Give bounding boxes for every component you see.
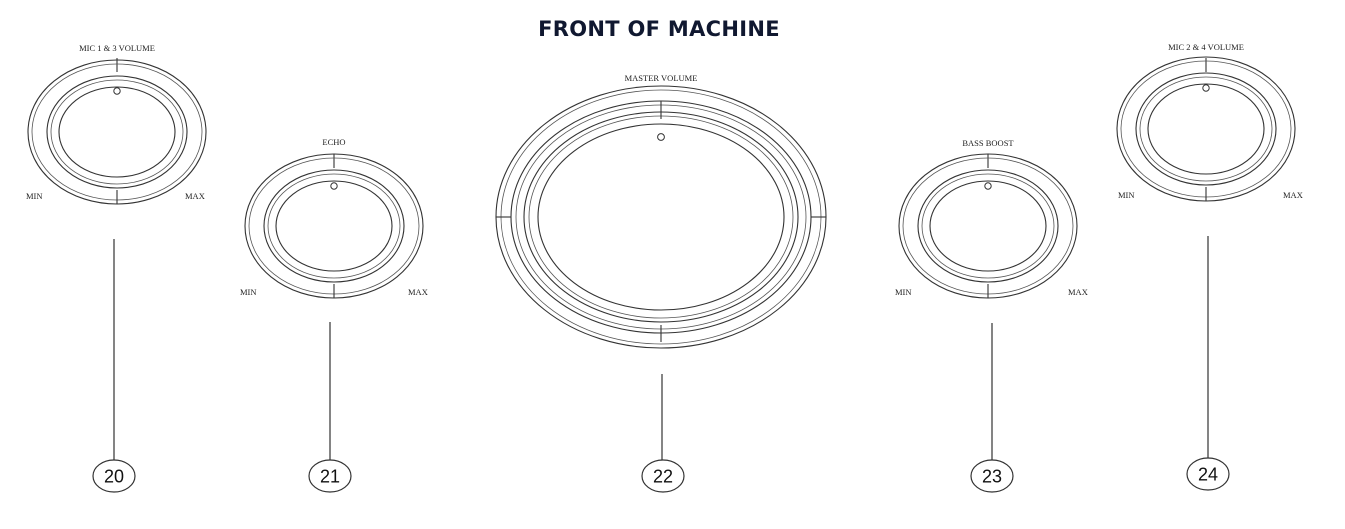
callout-23: 23 xyxy=(970,459,1014,493)
callout-21: 21 xyxy=(308,459,352,493)
callout-number: 20 xyxy=(104,467,124,487)
knob-outer-ring xyxy=(27,59,207,205)
callout-bubble xyxy=(641,459,685,493)
knob-outer-ring xyxy=(31,63,203,201)
callout-20: 20 xyxy=(92,459,136,493)
master-volume-knob[interactable]: MASTER VOLUME xyxy=(495,73,827,349)
knob-outer-ring xyxy=(500,89,822,345)
knob-cap xyxy=(58,86,176,178)
knob-inner-ring xyxy=(46,75,188,189)
knob-outer-ring xyxy=(495,85,827,349)
knob-outer-ring xyxy=(244,153,424,299)
knob-inner-ring xyxy=(50,79,184,185)
mic-2-4-volume-knob[interactable]: MIC 2 & 4 VOLUME MIN MAX xyxy=(1116,42,1303,202)
knob-inner-ring xyxy=(263,169,405,283)
callout-number: 23 xyxy=(982,467,1002,487)
bass-boost-knob[interactable]: BASS BOOST MIN MAX xyxy=(895,138,1088,299)
callout-22: 22 xyxy=(641,459,685,493)
mic-1-3-volume-knob[interactable]: MIC 1 & 3 VOLUME MIN MAX xyxy=(26,43,207,205)
knob-inner-ring xyxy=(267,173,401,279)
echo-knob[interactable]: ECHO MIN MAX xyxy=(240,137,428,299)
knob-label: BASS BOOST xyxy=(962,138,1014,148)
knob-ring xyxy=(528,115,794,319)
page-title: FRONT OF MACHINE xyxy=(538,17,780,41)
knob-max-label: MAX xyxy=(185,191,205,201)
callout-number: 22 xyxy=(653,467,673,487)
knob-ring xyxy=(523,111,799,323)
knob-max-label: MAX xyxy=(1283,190,1303,200)
knob-outer-ring xyxy=(248,157,420,295)
callout-24: 24 xyxy=(1186,457,1230,491)
knob-max-label: MAX xyxy=(1068,287,1088,297)
knob-cap xyxy=(1147,83,1265,175)
callout-bubble xyxy=(1186,457,1230,491)
callout-number: 21 xyxy=(320,467,340,487)
knob-inner-ring xyxy=(917,169,1059,283)
knob-indicator-dot xyxy=(1202,84,1210,92)
knob-label: MIC 1 & 3 VOLUME xyxy=(79,43,155,53)
knob-indicator-dot xyxy=(330,182,338,190)
knob-min-label: MIN xyxy=(240,287,257,297)
knob-inner-ring xyxy=(921,173,1055,279)
knob-inner-ring xyxy=(1135,72,1277,186)
callout-bubble xyxy=(92,459,136,493)
knob-min-label: MIN xyxy=(1118,190,1135,200)
knob-max-label: MAX xyxy=(408,287,428,297)
knob-outer-ring xyxy=(898,153,1078,299)
knob-cap xyxy=(929,180,1047,272)
knob-label: ECHO xyxy=(322,137,345,147)
knob-outer-ring xyxy=(1116,56,1296,202)
knob-min-label: MIN xyxy=(895,287,912,297)
knob-cap xyxy=(275,180,393,272)
knob-inner-ring xyxy=(1139,76,1273,182)
knob-indicator-dot xyxy=(113,87,121,95)
knob-indicator-dot xyxy=(984,182,992,190)
knob-outer-ring xyxy=(1120,60,1292,198)
knob-outer-ring xyxy=(902,157,1074,295)
knob-cap xyxy=(537,123,785,311)
knob-min-label: MIN xyxy=(26,191,43,201)
knob-indicator-dot xyxy=(657,133,665,141)
knob-label: MIC 2 & 4 VOLUME xyxy=(1168,42,1244,52)
callout-number: 24 xyxy=(1198,465,1218,485)
callout-bubble xyxy=(970,459,1014,493)
callout-bubble xyxy=(308,459,352,493)
knob-label: MASTER VOLUME xyxy=(625,73,698,83)
